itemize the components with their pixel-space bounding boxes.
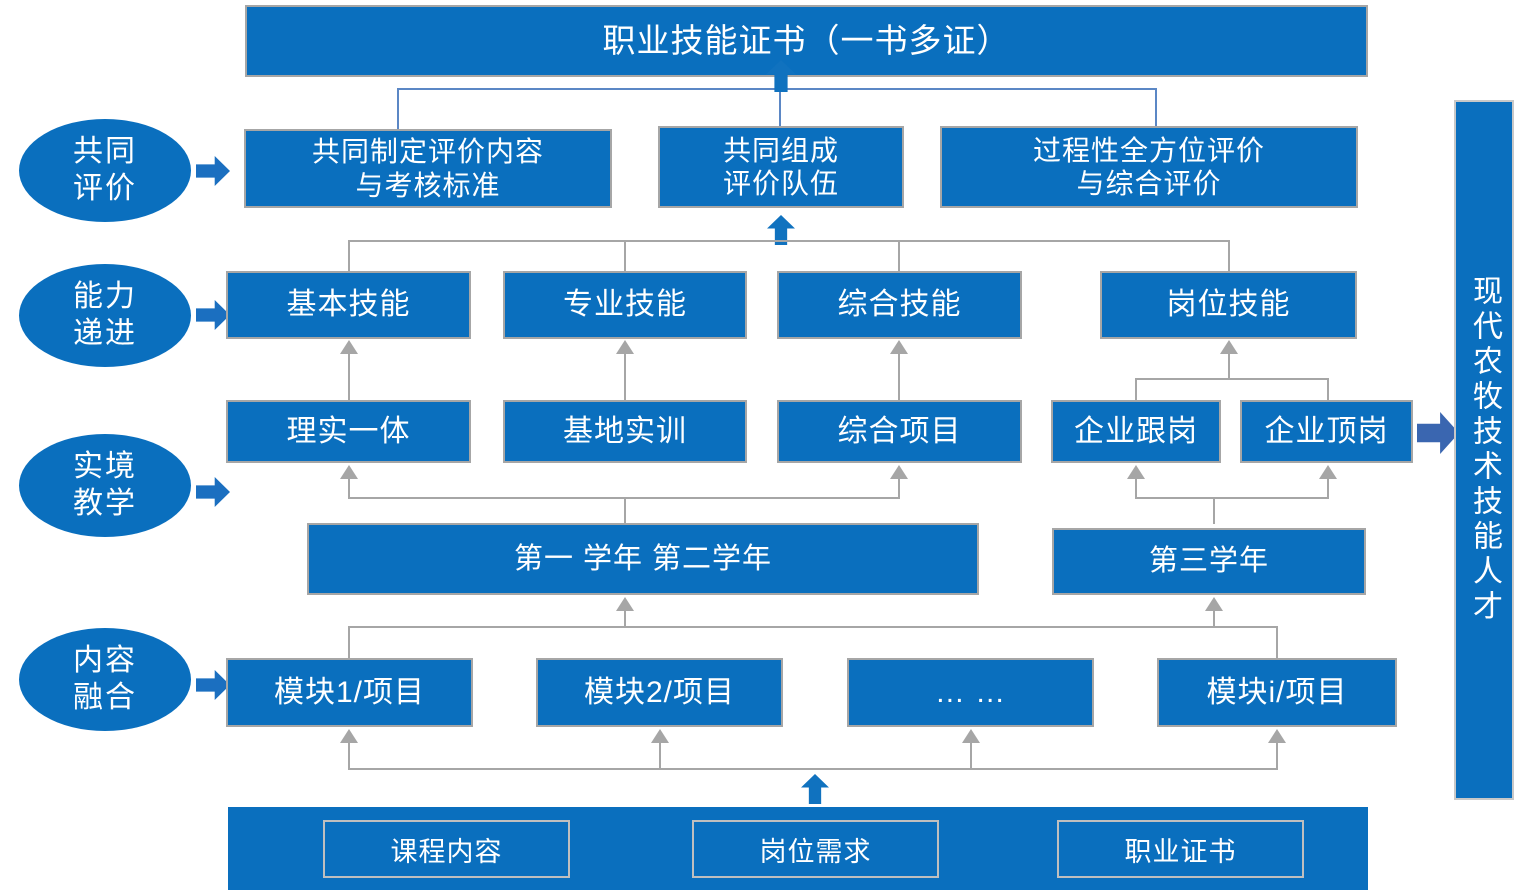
skill-box-comprehensive: 综合技能 (777, 271, 1022, 339)
connector-eval-mid-riser (779, 88, 781, 130)
connector-year3-right-riser (1327, 478, 1329, 499)
module-box-i: 模块i/项目 (1157, 658, 1397, 727)
year-box-1-2: 第一 学年 第二学年 (307, 523, 979, 595)
skill-box-professional: 专业技能 (503, 271, 747, 339)
connector-module-bus-left-drop (348, 626, 350, 658)
connector-foundation-riser-4 (1276, 742, 1278, 770)
stage-label-evaluation: 共同 评价 (19, 119, 191, 222)
connector-year3-drop (1213, 497, 1215, 524)
eval-box-team: 共同组成 评价队伍 (658, 126, 904, 208)
connector-foundation-riser-3 (970, 742, 972, 770)
arrowhead-to-project (890, 465, 908, 479)
foundation-box-course-content: 课程内容 (323, 820, 570, 878)
connector-position-riser (1228, 353, 1230, 380)
arrow-up-to-module-bus (801, 774, 829, 804)
connector-module-to-year3 (1213, 610, 1215, 628)
arrowhead-to-professional (616, 340, 634, 354)
arrowhead-to-basic (340, 340, 358, 354)
arrowhead-to-position (1220, 340, 1238, 354)
stage-label-content: 内容 融合 (19, 628, 191, 731)
connector-foundation-riser-1 (348, 742, 350, 770)
stage-label-evaluation-line1: 共同 (73, 134, 137, 168)
arrowhead-to-year3 (1205, 597, 1223, 611)
arrowhead-to-integration (340, 465, 358, 479)
eval-box-comprehensive: 过程性全方位评价 与综合评价 (940, 126, 1358, 208)
arrowhead-to-year12 (616, 597, 634, 611)
connector-skills-riser-1 (348, 240, 350, 271)
arrow-right-ability (196, 300, 230, 330)
connector-teach-to-professional (624, 353, 626, 402)
connector-position-bus-left (1135, 378, 1137, 404)
connector-position-bus-right (1327, 378, 1329, 404)
stage-label-evaluation-line2: 评价 (73, 171, 137, 205)
arrowhead-to-enterprise-shadow (1127, 465, 1145, 479)
connector-foundation-bus (348, 768, 1278, 770)
skill-box-basic: 基本技能 (226, 271, 471, 339)
eval-box-standards: 共同制定评价内容 与考核标准 (244, 129, 612, 208)
stage-label-teaching-line1: 实境 (73, 449, 137, 483)
arrow-up-to-banner (766, 60, 796, 92)
teach-box-enterprise-shadow: 企业跟岗 (1051, 400, 1221, 463)
arrowhead-to-module-2 (651, 729, 669, 743)
connector-position-bus (1135, 378, 1329, 380)
connector-year12-left-riser (348, 478, 350, 499)
connector-module-bus (348, 626, 1278, 628)
connector-module-bus-right-drop (1276, 626, 1278, 658)
connector-skills-riser-4 (1228, 240, 1230, 271)
arrowhead-to-module-i (1268, 729, 1286, 743)
stage-label-content-line2: 融合 (73, 680, 137, 714)
teach-box-integration: 理实一体 (226, 400, 471, 463)
stage-label-ability: 能力 递进 (19, 264, 191, 367)
year-box-3: 第三学年 (1052, 528, 1366, 595)
connector-year12-right-riser (898, 478, 900, 499)
arrowhead-to-enterprise-internship (1319, 465, 1337, 479)
connector-foundation-riser-2 (659, 742, 661, 770)
connector-skills-riser-2 (624, 240, 626, 271)
connector-skills-bus (348, 240, 1230, 242)
stage-label-teaching: 实境 教学 (19, 434, 191, 537)
stage-label-ability-line2: 递进 (73, 316, 137, 350)
arrow-right-evaluation (196, 156, 230, 186)
teach-box-base-training: 基地实训 (503, 400, 747, 463)
connector-eval-right-riser (1155, 88, 1157, 130)
connector-skills-riser-3 (898, 240, 900, 271)
title-banner: 职业技能证书（一书多证） (245, 5, 1368, 77)
stage-label-teaching-line2: 教学 (73, 486, 137, 520)
foundation-box-job-demand: 岗位需求 (692, 820, 939, 878)
connector-year3-left-riser (1135, 478, 1137, 499)
module-box-2: 模块2/项目 (536, 658, 783, 727)
connector-module-to-year12 (624, 610, 626, 628)
stage-label-ability-line1: 能力 (73, 279, 137, 313)
module-box-ellipsis: … … (847, 658, 1094, 727)
arrow-right-to-talent-banner (1417, 412, 1459, 454)
module-box-1: 模块1/项目 (226, 658, 473, 727)
arrowhead-to-module-ellipsis (962, 729, 980, 743)
connector-teach-to-comprehensive (898, 353, 900, 402)
foundation-box-vocational-certificate: 职业证书 (1057, 820, 1304, 878)
arrow-right-content (196, 670, 230, 700)
connector-teach-to-basic (348, 353, 350, 402)
teach-box-project: 综合项目 (777, 400, 1022, 463)
talent-outcome-banner: 现代农牧技术技能人才 (1454, 100, 1514, 800)
connector-eval-left-riser (397, 88, 399, 130)
arrowhead-to-comprehensive (890, 340, 908, 354)
arrowhead-to-module-1 (340, 729, 358, 743)
connector-year3-bus (1135, 497, 1329, 499)
stage-label-content-line1: 内容 (73, 643, 137, 677)
arrow-right-teaching (196, 477, 230, 507)
skill-box-position: 岗位技能 (1100, 271, 1357, 339)
teach-box-enterprise-internship: 企业顶岗 (1240, 400, 1413, 463)
connector-year12-drop (624, 497, 626, 524)
